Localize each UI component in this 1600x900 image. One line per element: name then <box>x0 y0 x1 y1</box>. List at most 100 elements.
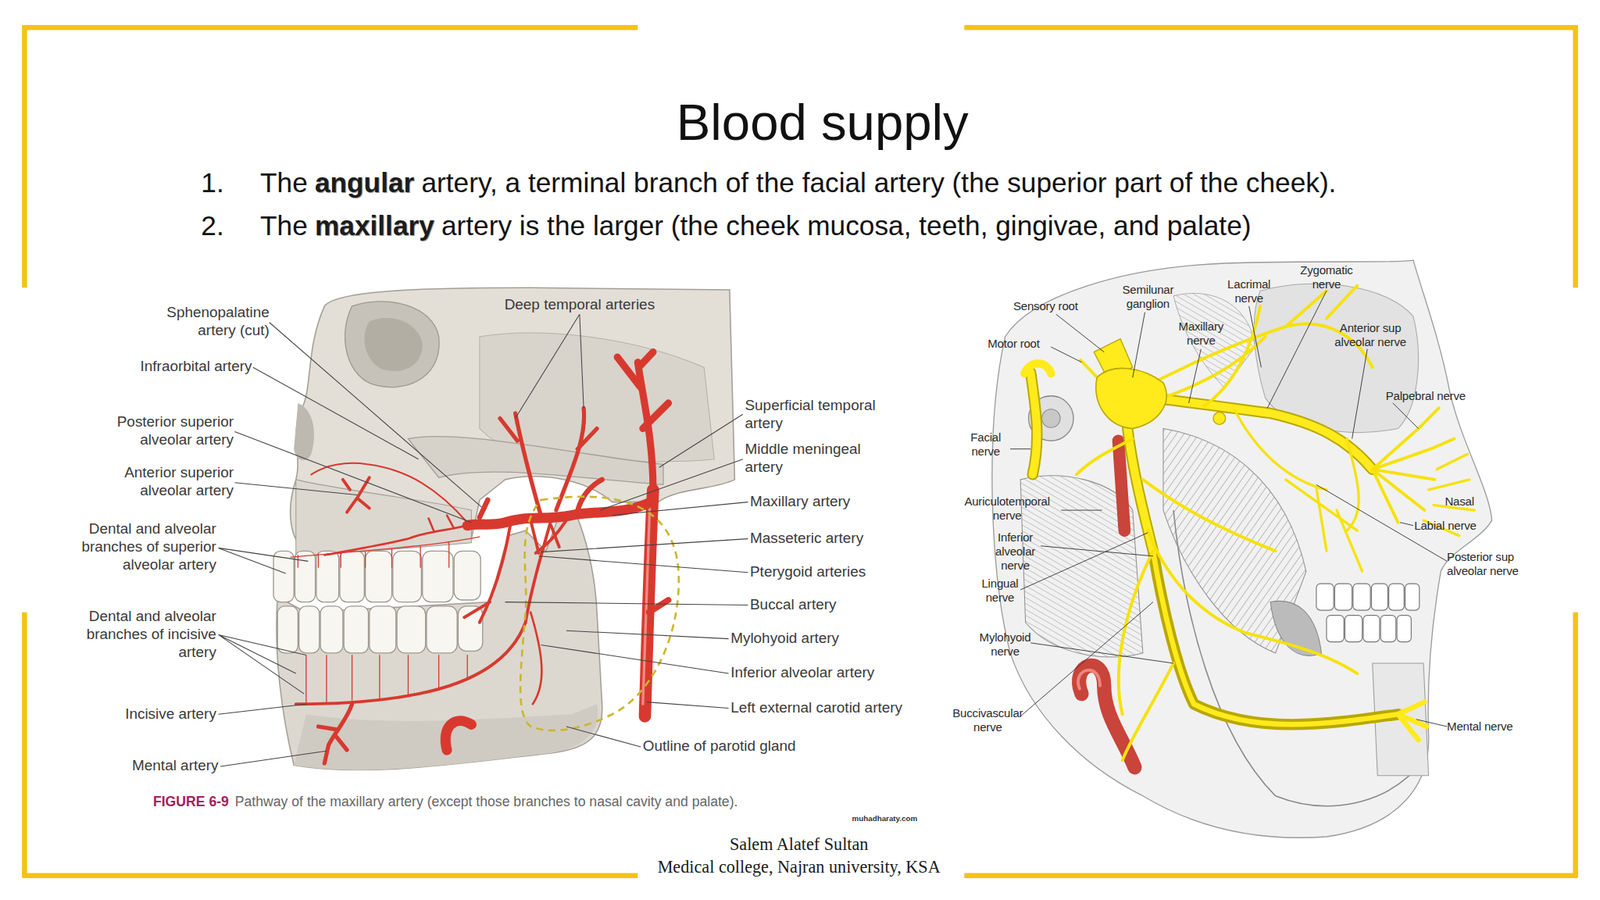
maxillary-artery <box>1118 440 1125 531</box>
orbit-depth <box>364 317 422 372</box>
artery-label: Mental artery <box>55 757 219 775</box>
dental-branches <box>290 536 480 704</box>
slide-border <box>22 25 1579 879</box>
bullet-text: The <box>260 167 308 198</box>
parotid-outline <box>520 496 679 731</box>
sphenopalatine-artery <box>479 500 488 518</box>
nerve-label: Mylohyoid nerve <box>971 630 1039 659</box>
tooth <box>369 606 397 654</box>
facial-artery-stub <box>445 721 472 750</box>
artery-label: Middle meningeal artery <box>744 440 878 476</box>
teeth <box>1316 583 1420 642</box>
upper-teeth <box>273 550 481 602</box>
tooth <box>316 550 340 602</box>
artery-label: Dental and alveolar branches of superior… <box>55 520 217 574</box>
bold-term: angular <box>314 167 415 198</box>
tooth <box>1405 583 1420 611</box>
author-credit: Salem Alatef Sultan <box>584 834 1014 856</box>
caption-line: FIGURE 6-9 Pathway of the maxillary arter… <box>153 793 739 811</box>
superficial-temporal-artery <box>617 352 668 490</box>
tooth <box>1334 583 1352 611</box>
tooth <box>320 606 343 654</box>
nerve-label: Facial nerve <box>963 430 1008 459</box>
nerve-label: Posterior sup alveolar nerve <box>1446 550 1541 579</box>
tooth <box>1344 615 1362 643</box>
tooth <box>1380 615 1397 643</box>
ear-canal <box>1042 409 1061 429</box>
nasal-aperture <box>293 403 315 461</box>
facial-nerve <box>1024 363 1051 475</box>
orbit <box>345 301 440 388</box>
tooth <box>1316 583 1334 611</box>
tooth <box>1363 615 1380 643</box>
nerve-label: Buccivascular nerve <box>942 706 1033 735</box>
bullet-text: artery, a terminal branch of the facial … <box>421 167 1336 198</box>
artery-label: Buccal artery <box>750 596 954 615</box>
tooth <box>392 550 422 602</box>
artery-highlight <box>642 500 650 704</box>
nerve-label: Zygomatic nerve <box>1294 263 1358 292</box>
nerve-illustration <box>992 260 1493 838</box>
ciliary-ganglion <box>1213 412 1226 425</box>
tooth <box>1353 583 1371 611</box>
tooth <box>343 606 368 654</box>
list-number: 1. <box>200 166 261 200</box>
tooth <box>1326 615 1344 643</box>
carotid-branch <box>649 600 669 613</box>
tooth <box>365 550 393 602</box>
nerve-outline <box>1030 372 1398 725</box>
mandible <box>276 515 603 771</box>
artery-label: Pterygoid arteries <box>750 563 954 582</box>
mylohyoid-artery <box>530 612 542 705</box>
nerve-label: Sensory root <box>1013 299 1106 314</box>
tooth <box>339 550 365 602</box>
mental-artery <box>318 703 353 764</box>
artery-label: Maxillary artery <box>750 492 954 511</box>
nerve-label: Mental nerve <box>1446 719 1550 734</box>
skull-illustration <box>218 287 749 770</box>
zygomatic-arch <box>407 436 664 486</box>
artery-label: Outline of parotid gland <box>642 737 868 756</box>
artery-label: Masseteric artery <box>750 529 954 548</box>
nerve-label: Anterior sup alveolar nerve <box>1323 321 1418 350</box>
maxillary-nerve <box>1153 397 1373 469</box>
nerve-label: Palpebral nerve <box>1385 389 1499 404</box>
tooth <box>396 606 426 654</box>
tooth <box>426 606 458 654</box>
artery-label: Incisive artery <box>53 705 217 724</box>
tooth <box>299 606 320 654</box>
nerve-label: Semilunar ganglion <box>1116 282 1180 311</box>
artery-label: Dental and alveolar branches of incisive… <box>55 607 217 661</box>
nerve-label: Motor root <box>987 336 1069 351</box>
nerve-label: Maxillary nerve <box>1169 319 1233 348</box>
bullet-line: 1.Theangularartery, a terminal branch of… <box>200 166 1343 200</box>
arteries <box>290 352 668 764</box>
artery-label: Infraorbital artery <box>27 357 252 376</box>
inferior-alveolar-artery <box>296 520 552 704</box>
mandible-shadow <box>293 703 598 770</box>
mandibular-branches <box>1076 439 1358 761</box>
lower-teeth <box>277 606 483 654</box>
figure-number: FIGURE 6-9 <box>153 793 229 810</box>
artery-highlight <box>1078 670 1100 690</box>
bold-term: maxillary <box>314 210 435 241</box>
alveolar-branches <box>1234 410 1362 572</box>
nerve-label: Auriculotemporal nerve <box>950 494 1064 523</box>
artery-label: Posterior superior alveolar artery <box>90 413 234 449</box>
deep-temporal-arteries <box>500 407 597 515</box>
watermark: muhadharaty.com <box>852 814 934 824</box>
head-silhouette <box>992 260 1493 838</box>
tooth <box>1389 583 1405 611</box>
bullet-line: 2.Themaxillaryartery is the larger (the … <box>200 209 1258 243</box>
artery-label: Left external carotid artery <box>730 699 955 718</box>
nerve-label: Inferior alveolar nerve <box>984 530 1046 573</box>
figure-caption: Pathway of the maxillary artery (except … <box>235 793 739 810</box>
tooth <box>1371 583 1388 611</box>
nerve-label: Labial nerve <box>1414 518 1507 533</box>
nerve-label: Lacrimal nerve <box>1221 277 1278 306</box>
arteries <box>1078 440 1135 768</box>
artery-label: Sphenopalatine artery (cut) <box>149 303 270 340</box>
list-number: 2. <box>200 209 261 243</box>
